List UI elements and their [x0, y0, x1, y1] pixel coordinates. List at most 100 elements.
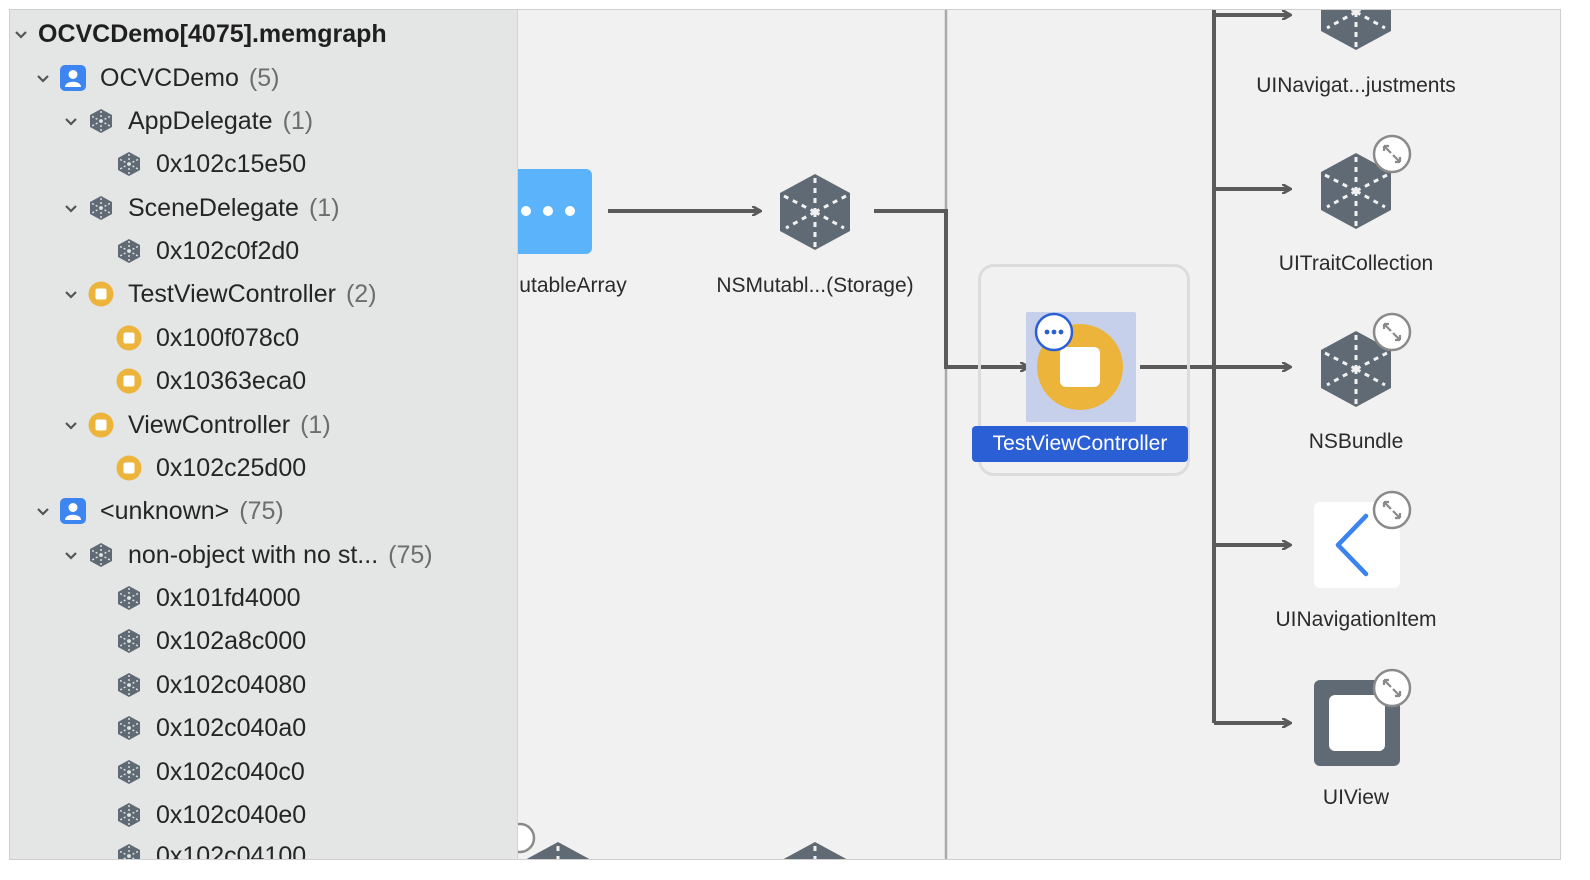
tree-root-label: OCVCDemo[4075].memgraph: [38, 19, 387, 48]
graph-node-partial[interactable]: [776, 822, 856, 859]
tree-item-process-ocvcdemo[interactable]: OCVCDemo (5): [32, 58, 279, 98]
view-controller-icon: [88, 412, 114, 438]
tree-item-count: (5): [248, 63, 280, 92]
tree-item-class-appdelegate[interactable]: AppDelegate (1): [60, 101, 313, 141]
chevron-down-icon[interactable]: [60, 110, 82, 132]
memory-graph-navigator: OCVCDemo[4075].memgraph OCVCDemo (5) App…: [10, 10, 518, 859]
tree-item-instance[interactable]: 0x102c040c0: [116, 752, 305, 792]
view-controller-icon: [88, 281, 114, 307]
tree-item-label: 0x100f078c0: [156, 323, 300, 352]
tree-item-label: 0x102c25d00: [156, 453, 307, 482]
tree-item-label: 0x101fd4000: [156, 583, 301, 612]
cube-icon: [116, 843, 142, 859]
expand-arrows-icon[interactable]: [1372, 134, 1412, 174]
ellipsis-icon[interactable]: [1034, 312, 1074, 352]
tree-item-instance[interactable]: 0x100f078c0: [116, 318, 299, 358]
cube-icon: [1321, 10, 1391, 50]
tree-item-label: non-object with no st...: [128, 540, 379, 569]
graph-edges: [608, 10, 1560, 859]
tree-item-count: (75): [388, 540, 433, 569]
tree-item-count: (2): [345, 279, 377, 308]
cube-icon: [116, 759, 142, 785]
view-controller-icon: [116, 455, 142, 481]
tree-item-label: OCVCDemo: [100, 63, 239, 92]
tree-item-instance[interactable]: 0x102c040e0: [116, 795, 306, 835]
person-icon: [60, 498, 86, 524]
graph-node-mutable-array[interactable]: [508, 169, 592, 254]
chevron-down-icon[interactable]: [32, 67, 54, 89]
cube-icon: [88, 542, 114, 568]
cube-icon: [518, 822, 590, 859]
tree-item-instance[interactable]: 0x102a8c000: [116, 621, 306, 661]
tree-item-label: 0x102c15e50: [156, 149, 307, 178]
cube-icon: [116, 238, 142, 264]
cube-icon: [780, 174, 850, 250]
memory-graph-window: OCVCDemo[4075].memgraph OCVCDemo (5) App…: [9, 9, 1561, 860]
cube-icon: [116, 151, 142, 177]
graph-node-storage[interactable]: [776, 172, 854, 252]
tree-item-instance[interactable]: 0x102c15e50: [116, 144, 306, 184]
person-icon: [60, 65, 86, 91]
expand-arrows-icon[interactable]: [1372, 490, 1412, 530]
expand-arrows-icon[interactable]: [1372, 668, 1412, 708]
tree-item-process-unknown[interactable]: <unknown> (75): [32, 491, 284, 531]
tree-item-label: ViewController: [128, 410, 291, 439]
chevron-down-icon[interactable]: [60, 544, 82, 566]
cube-icon: [88, 108, 114, 134]
graph-node-label: UITraitCollection: [1278, 252, 1434, 275]
tree-item-instance[interactable]: 0x102c04100: [116, 836, 306, 859]
tree-item-label: 0x10363eca0: [156, 366, 307, 395]
graph-node-bundle[interactable]: [1317, 329, 1395, 409]
tree-item-label: 0x102c040a0: [156, 713, 307, 742]
chevron-down-icon[interactable]: [10, 23, 32, 45]
cube-icon: [1321, 331, 1391, 407]
cube-icon: [116, 585, 142, 611]
tree-item-count: (1): [308, 193, 340, 222]
tree-item-label: AppDelegate: [128, 106, 273, 135]
graph-node-label: UINavigationItem: [1275, 608, 1437, 631]
edge: [874, 209, 1028, 367]
tree-item-class-testviewcontroller[interactable]: TestViewController (2): [60, 274, 377, 314]
tree-item-class-viewcontroller[interactable]: ViewController (1): [60, 405, 331, 445]
cube-icon: [88, 195, 114, 221]
tree-item-label: SceneDelegate: [128, 193, 299, 222]
tree-item-label: <unknown>: [100, 496, 230, 525]
cube-icon: [116, 628, 142, 654]
cube-icon: [116, 802, 142, 828]
tree-item-count: (1): [282, 106, 314, 135]
tree-item-label: 0x102a8c000: [156, 626, 307, 655]
cube-icon: [1321, 153, 1391, 229]
view-controller-icon: [116, 325, 142, 351]
tree-item-class-non-object[interactable]: non-object with no st... (75): [60, 535, 433, 575]
tree-item-instance[interactable]: 0x102c0f2d0: [116, 231, 299, 271]
graph-node-label: UIView: [1322, 786, 1390, 809]
chevron-down-icon[interactable]: [60, 283, 82, 305]
graph-node-partial[interactable]: [518, 822, 598, 859]
tree-item-label: 0x102c04100: [156, 841, 307, 860]
tree-item-class-scenedelegate[interactable]: SceneDelegate (1): [60, 188, 340, 228]
tree-item-instance[interactable]: 0x102c040a0: [116, 708, 306, 748]
chevron-down-icon[interactable]: [32, 500, 54, 522]
graph-node-trait-collection[interactable]: [1317, 151, 1395, 231]
tree-item-instance[interactable]: 0x102c04080: [116, 665, 306, 705]
ellipsis-array-icon: [508, 169, 592, 254]
chevron-down-icon[interactable]: [60, 197, 82, 219]
expand-arrows-icon[interactable]: [1372, 312, 1412, 352]
cube-icon: [116, 672, 142, 698]
graph-node-label: NSBundle: [1308, 430, 1404, 453]
memory-graph-canvas[interactable]: utableArray NSMutabl...(Storage): [508, 10, 1560, 859]
tree-item-instance[interactable]: 0x10363eca0: [116, 361, 306, 401]
graph-node-nav-adjustments[interactable]: [1317, 10, 1395, 52]
tree-item-label: TestViewController: [128, 279, 336, 308]
tree-item-label: 0x102c040e0: [156, 800, 307, 829]
tree-item-instance[interactable]: 0x101fd4000: [116, 578, 301, 618]
tree-item-count: (1): [300, 410, 331, 439]
tree-item-label: 0x102c0f2d0: [156, 236, 300, 265]
tree-item-instance[interactable]: 0x102c25d00: [116, 448, 306, 488]
view-controller-icon: [116, 368, 142, 394]
tree-root-memgraph[interactable]: OCVCDemo[4075].memgraph: [10, 14, 387, 54]
tree-item-count: (75): [239, 496, 284, 525]
selected-node-label: TestViewController: [972, 426, 1188, 462]
graph-node-label: NSMutabl...(Storage): [716, 274, 914, 297]
chevron-down-icon[interactable]: [60, 414, 82, 436]
